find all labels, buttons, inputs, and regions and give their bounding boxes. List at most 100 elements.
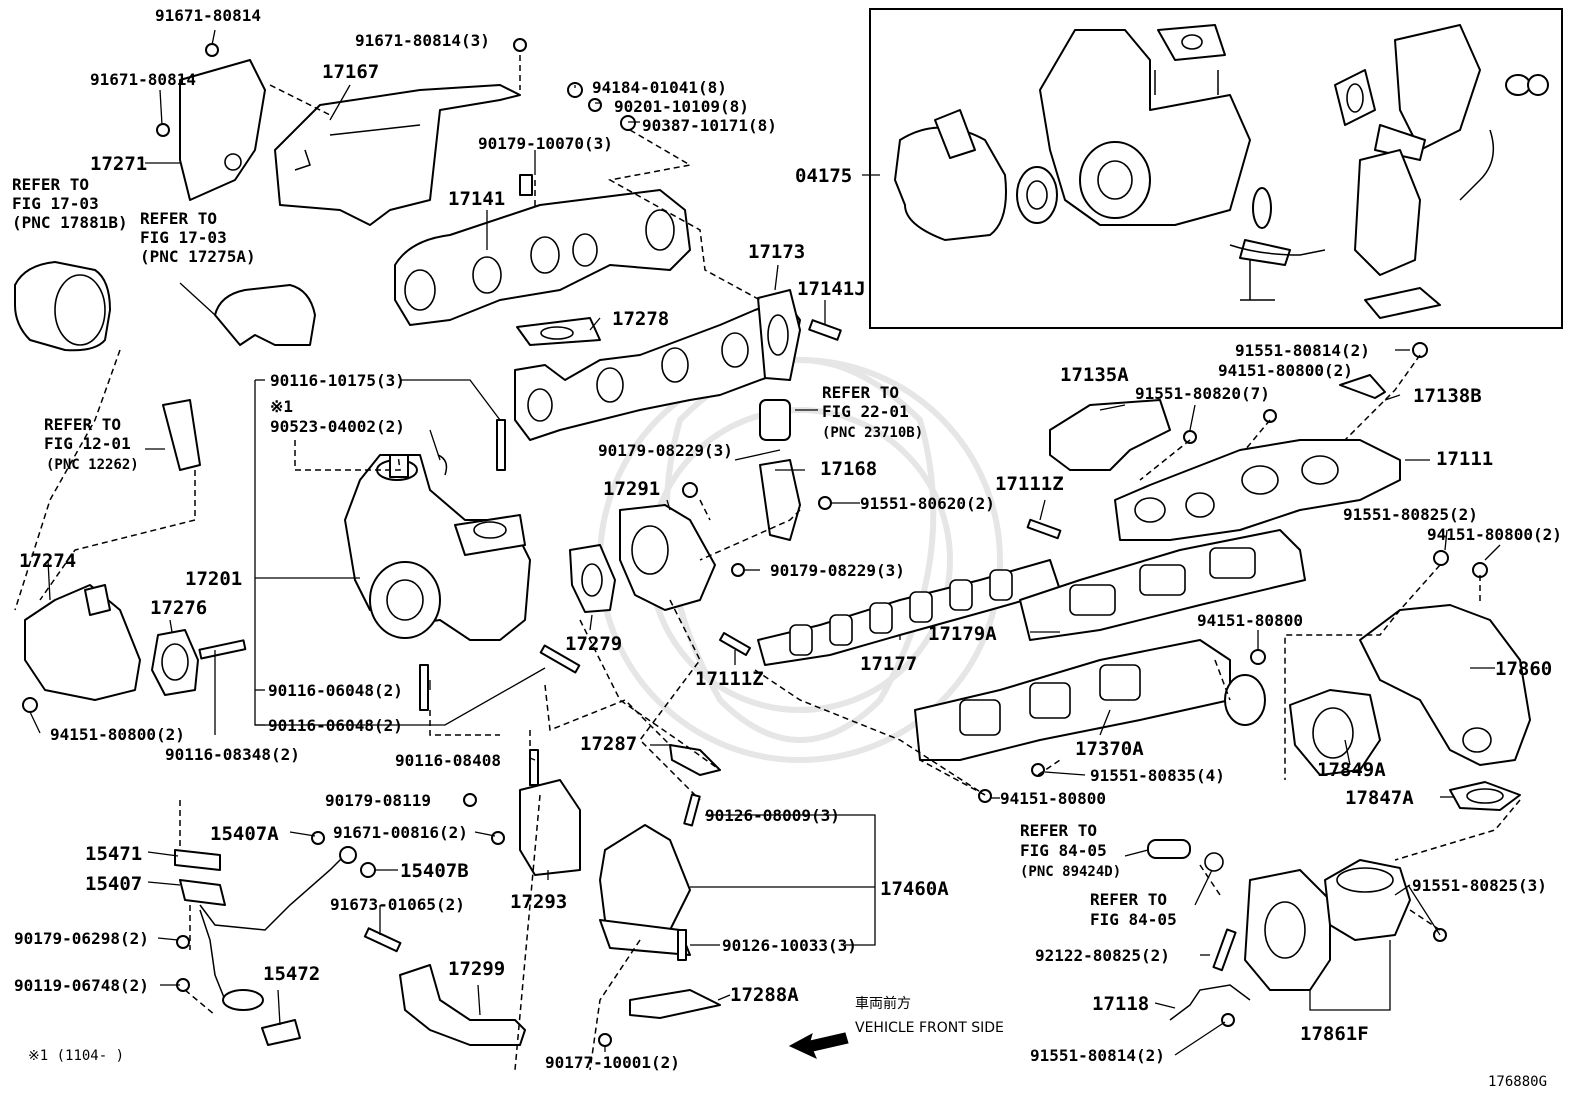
part-label: 90116-06048(2) — [268, 716, 403, 735]
part-label: 90179-10070(3) — [478, 134, 613, 153]
part-label: 90116-10175(3) — [270, 371, 405, 390]
part-label: 17460A — [880, 878, 949, 900]
ref-callout-23710b: REFER TO FIG 22-01 (PNC 23710B) — [795, 383, 923, 441]
part-label: 17293 — [510, 891, 567, 913]
part-label: 17111Z — [995, 473, 1064, 495]
ref-line: REFER TO — [140, 209, 217, 228]
ref-line: FIG 17-03 — [12, 194, 99, 213]
part-label: 90201-10109(8) — [614, 97, 749, 116]
part-label: 17860 — [1495, 658, 1552, 680]
part-label: 17135A — [1060, 364, 1129, 386]
part-label: 15407 — [85, 873, 142, 895]
egr-parts — [569, 399, 1062, 656]
part-label: 17849A — [1317, 759, 1386, 781]
ref-line: (PNC 17275A) — [140, 247, 256, 266]
egr-cooler-parts — [1147, 604, 1531, 1027]
part-label: 17168 — [820, 458, 877, 480]
part-label: 17201 — [185, 568, 242, 590]
part-label: 91671-80814(3) — [355, 31, 490, 50]
ref-callout-17275a: REFER TO FIG 17-03 (PNC 17275A) — [140, 209, 256, 266]
part-label: 94151-80800(2) — [1427, 525, 1562, 544]
front-label-en: VEHICLE FRONT SIDE — [855, 1020, 1004, 1036]
part-labels: 91671-80814 91671-80814 91671-80814(3) 1… — [14, 6, 1562, 1072]
part-label: 15472 — [263, 963, 320, 985]
ref-callout-89424d: REFER TO FIG 84-05 (PNC 89424D) — [1020, 821, 1149, 880]
part-label: 17173 — [748, 241, 805, 263]
part-label: 17111Z — [695, 668, 764, 690]
part-label: 17288A — [730, 984, 799, 1006]
part-label: 17167 — [322, 61, 379, 83]
ref-line: (PNC 23710B) — [822, 425, 923, 441]
part-label: 17138B — [1413, 385, 1482, 407]
ref-callout-fig-84-05: REFER TO FIG 84-05 — [1090, 869, 1213, 929]
ref-callout-12262: REFER TO FIG 12-01 (PNC 12262) — [44, 415, 165, 473]
ref-line: REFER TO — [44, 415, 121, 434]
part-label: 17118 — [1092, 993, 1149, 1015]
part-label: 17861F — [1300, 1023, 1369, 1045]
part-label: 91551-80620(2) — [860, 494, 995, 513]
ref-callout-17881b: REFER TO FIG 17-03 (PNC 17881B) — [12, 175, 128, 232]
left-intake-parts — [14, 261, 316, 713]
part-label: 91551-80814(2) — [1235, 341, 1370, 360]
ref-line: REFER TO — [12, 175, 89, 194]
ref-line: FIG 12-01 — [44, 434, 131, 453]
ref-line: (PNC 89424D) — [1020, 864, 1121, 880]
part-label: 94151-80800 — [1197, 611, 1303, 630]
part-label: 94184-01041(8) — [592, 78, 727, 97]
part-label: 17847A — [1345, 787, 1414, 809]
part-label: ※1 — [270, 397, 293, 416]
ref-line: REFER TO — [822, 383, 899, 402]
ref-line: REFER TO — [1090, 890, 1167, 909]
ref-line: FIG 17-03 — [140, 228, 227, 247]
part-label: 94151-80800(2) — [1218, 361, 1353, 380]
part-label: 15471 — [85, 843, 142, 865]
part-label: 90126-08009(3) — [705, 806, 840, 825]
part-label: 17299 — [448, 958, 505, 980]
part-label: 17291 — [603, 478, 660, 500]
part-label: 17141 — [448, 188, 505, 210]
part-label: 15407B — [400, 860, 469, 882]
vehicle-front-arrow — [788, 1032, 849, 1059]
part-label: 17271 — [90, 153, 147, 175]
part-label: 91551-80825(3) — [1412, 876, 1547, 895]
part-label: 91671-80814 — [155, 6, 261, 25]
part-label: 90179-08229(3) — [770, 561, 905, 580]
ref-line: (PNC 12262) — [46, 457, 139, 473]
part-label: 17287 — [580, 733, 637, 755]
ref-line: (PNC 17881B) — [12, 213, 128, 232]
part-label: 90126-10033(3) — [722, 936, 857, 955]
ref-line: FIG 84-05 — [1090, 910, 1177, 929]
part-label: 17179A — [928, 623, 997, 645]
part-label: 92122-80825(2) — [1035, 946, 1170, 965]
heat-insulators — [156, 38, 527, 226]
ref-line: FIG 84-05 — [1020, 841, 1107, 860]
front-label-jp: 車両前方 — [855, 995, 911, 1012]
part-label: 94151-80800(2) — [50, 725, 185, 744]
part-label: 04175 — [795, 165, 852, 187]
part-label: 91673-01065(2) — [330, 895, 465, 914]
part-label: 91671-00816(2) — [333, 823, 468, 842]
leader-lines — [29, 29, 1501, 1056]
part-label: 17278 — [612, 308, 669, 330]
part-label: 91671-80814 — [90, 70, 196, 89]
part-label: 91551-80814(2) — [1030, 1046, 1165, 1065]
footnote: ※1 (1104- ) — [28, 1048, 124, 1064]
part-label: 17141J — [797, 278, 866, 300]
part-label: 91551-80825(2) — [1343, 505, 1478, 524]
part-label: 90116-08408 — [395, 751, 501, 770]
part-label: 90523-04002(2) — [270, 417, 405, 436]
part-label: 17279 — [565, 633, 622, 655]
inset-turbo-assembly — [869, 8, 1563, 329]
part-label: 17276 — [150, 597, 207, 619]
part-label: 17177 — [860, 653, 917, 675]
part-label: 90177-10001(2) — [545, 1053, 680, 1072]
turbocharger — [344, 419, 581, 711]
part-label: 91551-80835(4) — [1090, 766, 1225, 785]
figure-code: 176880G — [1488, 1074, 1547, 1090]
part-label: 15407A — [210, 823, 279, 845]
exhaust-manifold — [394, 82, 842, 441]
part-label: 90179-06298(2) — [14, 929, 149, 948]
part-label: 90179-08119 — [325, 791, 431, 810]
